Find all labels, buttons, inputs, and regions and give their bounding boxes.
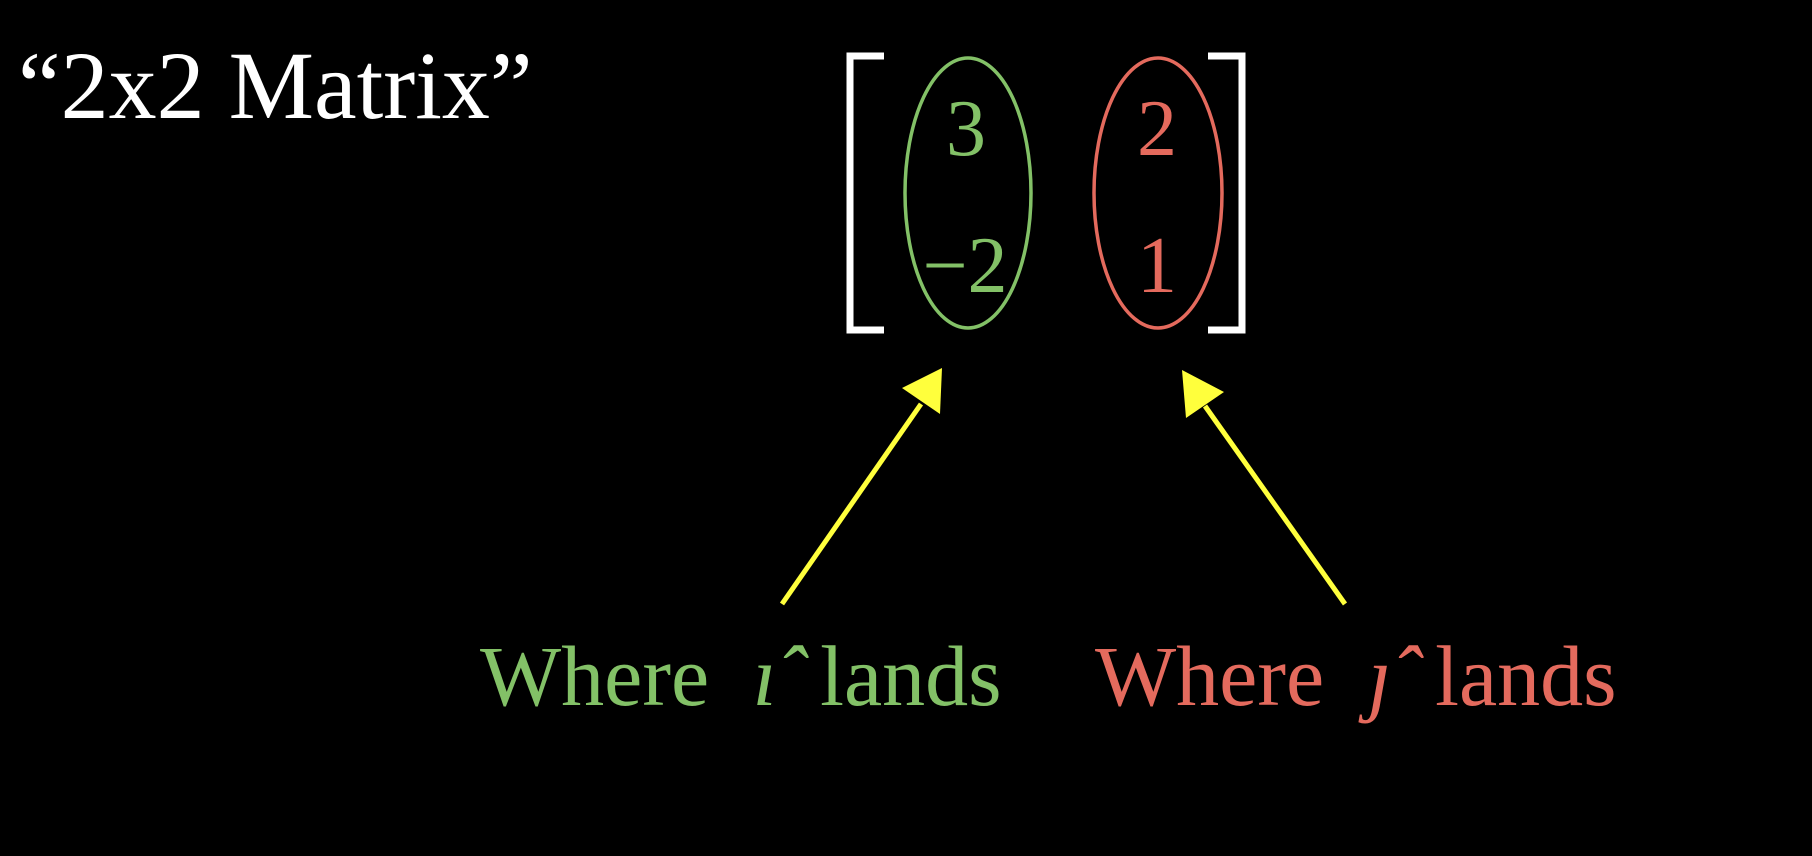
j-hat-column-ellipse bbox=[1092, 56, 1224, 330]
matrix-entry-2-1: −2 bbox=[922, 222, 1007, 310]
matrix-left-bracket bbox=[846, 52, 884, 334]
matrix-entry-1-1: 3 bbox=[946, 85, 986, 173]
matrix-entry-2-2: 1 bbox=[1137, 222, 1177, 310]
title-text: “2x2 Matrix” bbox=[18, 32, 533, 139]
matrix-entry-1-2: 2 bbox=[1137, 85, 1177, 173]
i-hat-column-ellipse bbox=[903, 56, 1033, 330]
j-hat-caption-where: Where bbox=[1095, 628, 1324, 724]
i-hat-arrow-head bbox=[902, 368, 942, 414]
i-hat-symbol: ı̂ bbox=[753, 628, 810, 724]
j-hat-caption-lands: lands bbox=[1435, 628, 1617, 724]
matrix-right-bracket bbox=[1208, 52, 1246, 334]
j-hat-arrow-shaft bbox=[1202, 404, 1348, 606]
i-hat-caption-lands: lands bbox=[820, 628, 1002, 724]
i-hat-caption: Where ı̂ lands bbox=[480, 628, 1002, 724]
j-hat-arrow-head bbox=[1182, 370, 1224, 418]
i-hat-arrow-shaft bbox=[779, 402, 924, 606]
j-hat-caption: Where ȷ̂ lands bbox=[1095, 628, 1617, 724]
j-hat-symbol: ȷ̂ bbox=[1358, 628, 1425, 724]
i-hat-caption-where: Where bbox=[480, 628, 709, 724]
